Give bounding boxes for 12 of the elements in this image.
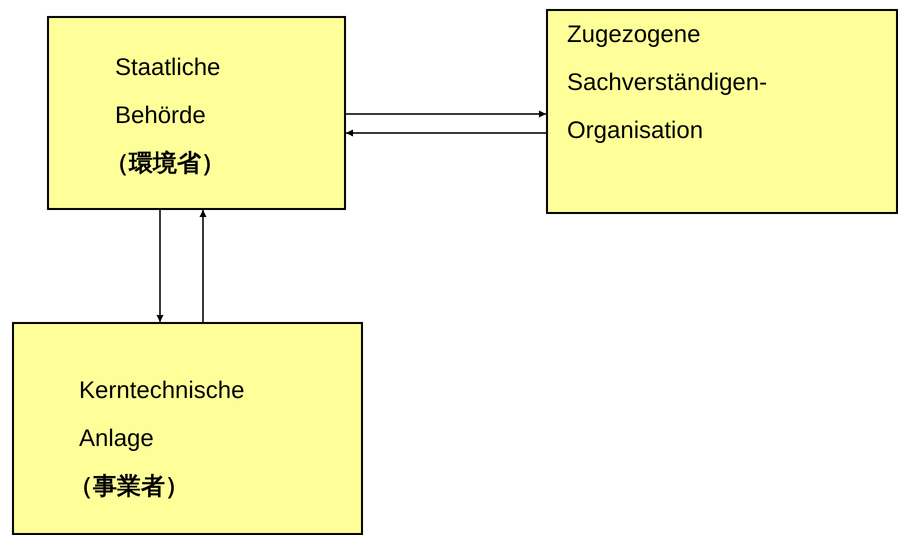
box-title: Staatliche Behörde bbox=[115, 53, 222, 131]
arrow bbox=[200, 210, 206, 322]
box-subtitle: （事業者） bbox=[69, 472, 190, 502]
arrow bbox=[156, 210, 164, 322]
arrow bbox=[346, 130, 546, 136]
box-subtitle: （環境省） bbox=[105, 149, 226, 179]
process-box bbox=[47, 16, 346, 210]
box-title: Kerntechnische Anlage bbox=[79, 376, 246, 454]
process-box bbox=[546, 9, 898, 214]
arrow bbox=[346, 110, 546, 118]
process-box bbox=[12, 322, 363, 535]
box-title: Zugezogene Sachverständigen-Organisation bbox=[567, 20, 768, 146]
